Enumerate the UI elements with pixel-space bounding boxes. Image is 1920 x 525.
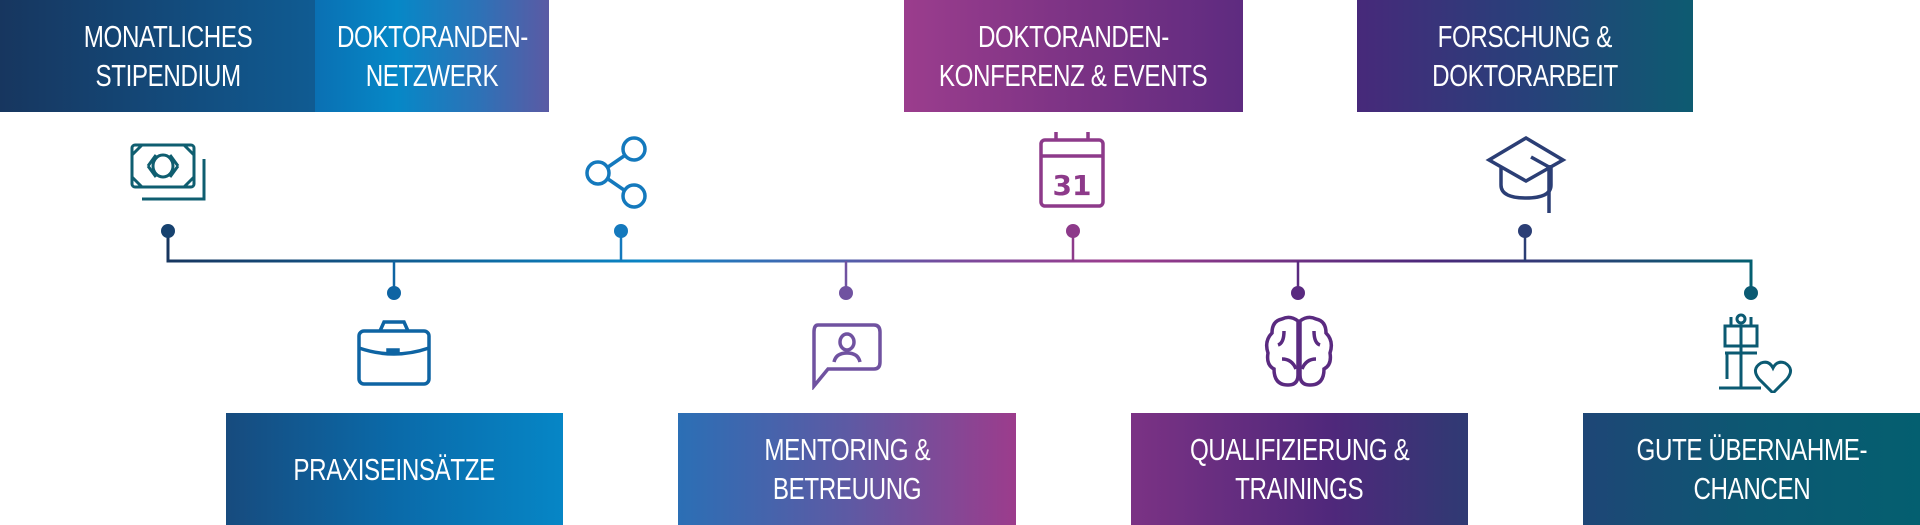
box-label-line2: TRAININGS — [1235, 471, 1364, 506]
benefit-box-doktoranden-netzwerk: DOKTORANDEN- NETZWERK — [315, 0, 549, 112]
box-label-line1: PRAXISEINSÄTZE — [293, 451, 496, 487]
timeline-dot — [1291, 286, 1305, 300]
graduation-cap-icon — [1485, 135, 1567, 213]
box-label-line1: FORSCHUNG & — [1437, 19, 1613, 54]
box-label-line1: GUTE ÜBERNAHME- — [1636, 432, 1867, 467]
benefit-box-praxiseinsaetze: PRAXISEINSÄTZE — [226, 413, 563, 525]
timeline-dot — [1066, 224, 1080, 238]
box-label-line1: MONATLICHES — [84, 19, 253, 54]
timeline-dot — [387, 286, 401, 300]
box-label-line1: QUALIFIZIERUNG & — [1189, 432, 1410, 467]
box-label-line2: DOKTORARBEIT — [1432, 58, 1618, 93]
calendar-icon: 31 — [1039, 132, 1105, 208]
box-label-line2: KONFERENZ & EVENTS — [939, 58, 1208, 93]
benefit-box-forschung-doktorarbeit: FORSCHUNG & DOKTORARBEIT — [1357, 0, 1693, 112]
timeline-dot — [614, 224, 628, 238]
box-label-line2: STIPENDIUM — [95, 58, 242, 93]
timeline-dot — [839, 286, 853, 300]
benefit-box-mentoring-betreuung: MENTORING & BETREUUNG — [678, 413, 1016, 525]
money-icon — [130, 143, 206, 201]
timeline-dot — [1518, 224, 1532, 238]
benefit-box-monatliches-stipendium: MONATLICHES STIPENDIUM — [0, 0, 337, 112]
benefit-box-uebernahmechancen: GUTE ÜBERNAHME- CHANCEN — [1583, 413, 1920, 525]
share-network-icon — [585, 136, 647, 209]
box-label-line2: NETZWERK — [365, 58, 499, 93]
box-label-line1: MENTORING & — [764, 432, 930, 467]
timeline-dot — [161, 224, 175, 238]
mentor-chat-icon — [812, 323, 882, 390]
box-label-line2: CHANCEN — [1693, 471, 1810, 506]
box-label-line1: DOKTORANDEN- — [977, 19, 1170, 54]
career-heart-icon — [1719, 313, 1792, 393]
timeline-dot — [1744, 286, 1758, 300]
benefit-box-qualifizierung-trainings: QUALIFIZIERUNG & TRAININGS — [1131, 413, 1468, 525]
box-label-line2: BETREUUNG — [772, 471, 922, 506]
briefcase-icon — [357, 320, 431, 386]
calendar-day: 31 — [1053, 169, 1092, 202]
box-label-line1: DOKTORANDEN- — [336, 19, 528, 54]
brain-icon — [1264, 315, 1334, 387]
benefit-box-konferenz-events: DOKTORANDEN- KONFERENZ & EVENTS — [904, 0, 1243, 112]
timeline-line — [166, 231, 1753, 293]
